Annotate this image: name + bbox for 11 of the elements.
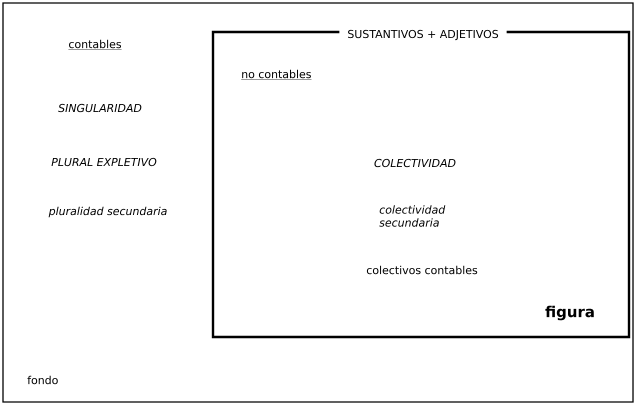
heading-text: no contables [241,70,312,80]
label-text: colectividad secundaria [379,205,446,227]
label-text: COLECTIVIDAD [374,158,456,168]
box-title: SUSTANTIVOS + ADJETIVOS [339,28,507,42]
label-text: figura [545,306,594,320]
label-text: fondo [27,376,58,384]
label-text: PLURAL EXPLETIVO [52,158,156,166]
heading-text: contables [68,40,122,50]
label-text: colectivos contables [366,266,478,274]
label-text: SINGULARIDAD [58,104,142,112]
label-text: pluralidad secundaria [48,206,167,218]
